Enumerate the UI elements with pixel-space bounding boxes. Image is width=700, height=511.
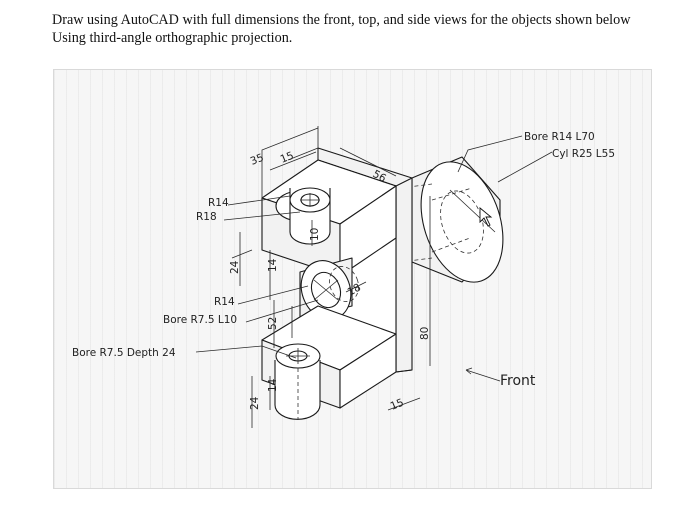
isometric-drawing-panel <box>53 69 652 489</box>
dim-52: 52 <box>267 317 279 330</box>
prompt-line-2: Using third-angle orthographic projectio… <box>52 30 293 46</box>
dim-35: 35 <box>249 152 266 168</box>
dim-15-top: 15 <box>279 150 296 166</box>
note-r18: R18 <box>196 211 217 223</box>
annotation-notes: R14 R18 R14 Bore R7.5 L10 Bore R7.5 Dept… <box>72 131 615 389</box>
note-r14-top: R14 <box>208 197 229 209</box>
note-bore-r7-5-l10: Bore R7.5 L10 <box>163 314 237 326</box>
dimension-labels: 35 15 56 10 24 14 52 80 24 14 15 18 <box>229 150 431 413</box>
dim-15-bottom: 15 <box>389 397 406 413</box>
front-label: Front <box>500 373 536 389</box>
dim-14-upper: 14 <box>267 258 279 272</box>
note-bore-r7-5-depth24: Bore R7.5 Depth 24 <box>72 347 176 359</box>
right-cylinder <box>337 156 504 283</box>
dim-24-lower: 24 <box>249 396 261 410</box>
dimension-lines <box>195 126 553 428</box>
dim-80: 80 <box>419 327 431 340</box>
prompt-line-1: Draw using AutoCAD with full dimensions … <box>52 12 631 28</box>
top-arm <box>261 159 397 277</box>
cursor-icon <box>479 207 493 227</box>
dim-56: 56 <box>371 168 389 185</box>
base-arm <box>261 305 397 420</box>
dim-10: 10 <box>309 228 321 241</box>
problem-statement: Draw using AutoCAD with full dimensions … <box>52 11 652 47</box>
dim-18: 18 <box>346 282 364 299</box>
middle-boss <box>299 257 359 320</box>
dim-24-upper: 24 <box>229 260 241 274</box>
dim-14-lower: 14 <box>267 378 279 392</box>
note-cyl-r25-l55: Cyl R25 L55 <box>552 148 615 160</box>
note-r14-mid: R14 <box>214 296 235 308</box>
note-bore-r14-l70: Bore R14 L70 <box>524 131 595 143</box>
